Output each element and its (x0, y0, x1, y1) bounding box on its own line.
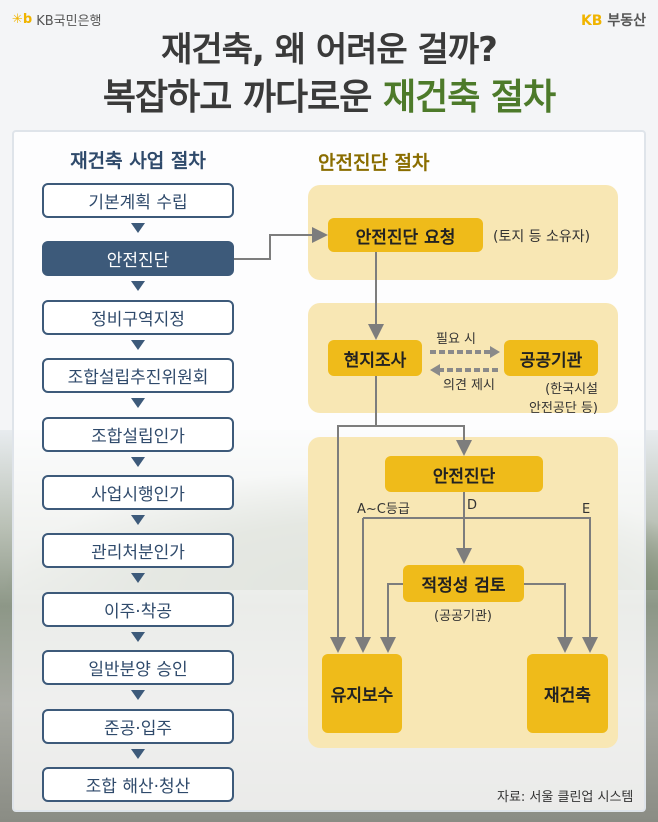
title-line2-highlight: 재건축 절차 (382, 77, 556, 118)
down-arrow-icon (131, 339, 145, 350)
source-note: 자료: 서울 클린업 시스템 (497, 790, 634, 805)
right-heading: 안전진단 절차 (318, 152, 430, 174)
down-arrow-icon (131, 398, 145, 409)
down-arrow-icon (131, 281, 145, 292)
request-note: (토지 등 소유자) (493, 229, 591, 245)
process-step: 조합설립인가 (42, 416, 234, 452)
adequacy-review-box: 적정성 검토 (403, 565, 524, 602)
brand-text: 부동산 (607, 13, 646, 29)
process-step: 관리처분인가 (42, 533, 234, 569)
process-step: 사업시행인가 (42, 475, 234, 510)
kb-star-icon: ✳b (12, 12, 33, 27)
opinion-label: 의견 제시 (443, 378, 495, 393)
process-step: 정비구역지정 (42, 299, 234, 335)
grade-ac-label: A~C등급 (357, 502, 410, 517)
kb-mark: KB (580, 13, 603, 29)
maintenance-box: 유지보수 (322, 654, 402, 733)
title-line1: 재건축, 왜 어려운 걸까? (161, 30, 498, 70)
down-arrow-icon (131, 690, 145, 701)
down-arrow-icon (131, 515, 145, 525)
kb-realestate-logo: KB 부동산 (581, 10, 646, 30)
down-arrow-icon (131, 573, 145, 584)
process-step: 안전진단 (42, 241, 234, 277)
process-step: 조합설립추진위원회 (42, 358, 234, 394)
process-step: 이주·착공 (42, 591, 234, 627)
safety-diagnosis-request-box: 안전진단 요청 (328, 218, 483, 252)
review-note: (공공기관) (434, 609, 492, 624)
agency-note-2: 안전공단 등) (528, 401, 598, 416)
grade-d-label: D (467, 498, 478, 513)
field-survey-box: 현지조사 (328, 340, 422, 376)
need-label: 필요 시 (436, 332, 477, 347)
rebuild-box: 재건축 (527, 654, 608, 733)
down-arrow-icon (131, 223, 145, 233)
process-step: 기본계획 수립 (42, 183, 234, 218)
process-step: 준공·입주 (42, 708, 234, 744)
public-agency-box: 공공기관 (504, 340, 598, 376)
agency-note-1: (한국시설 (545, 382, 598, 397)
left-heading: 재건축 사업 절차 (70, 150, 206, 172)
link-arrow (234, 227, 328, 260)
down-arrow-icon (131, 456, 145, 467)
process-step: 조합 해산·청산 (42, 767, 234, 802)
process-step: 일반분양 승인 (42, 650, 234, 686)
title-line2: 복잡하고 까다로운 재건축 절차 (0, 68, 658, 120)
title-line2-a: 복잡하고 까다로운 (102, 77, 372, 118)
grade-e-label: E (582, 502, 591, 517)
down-arrow-icon (131, 748, 145, 759)
diagnosis-box: 안전진단 (385, 456, 543, 492)
bank-logo-text: KB국민은행 (36, 14, 102, 29)
down-arrow-icon (131, 631, 145, 642)
